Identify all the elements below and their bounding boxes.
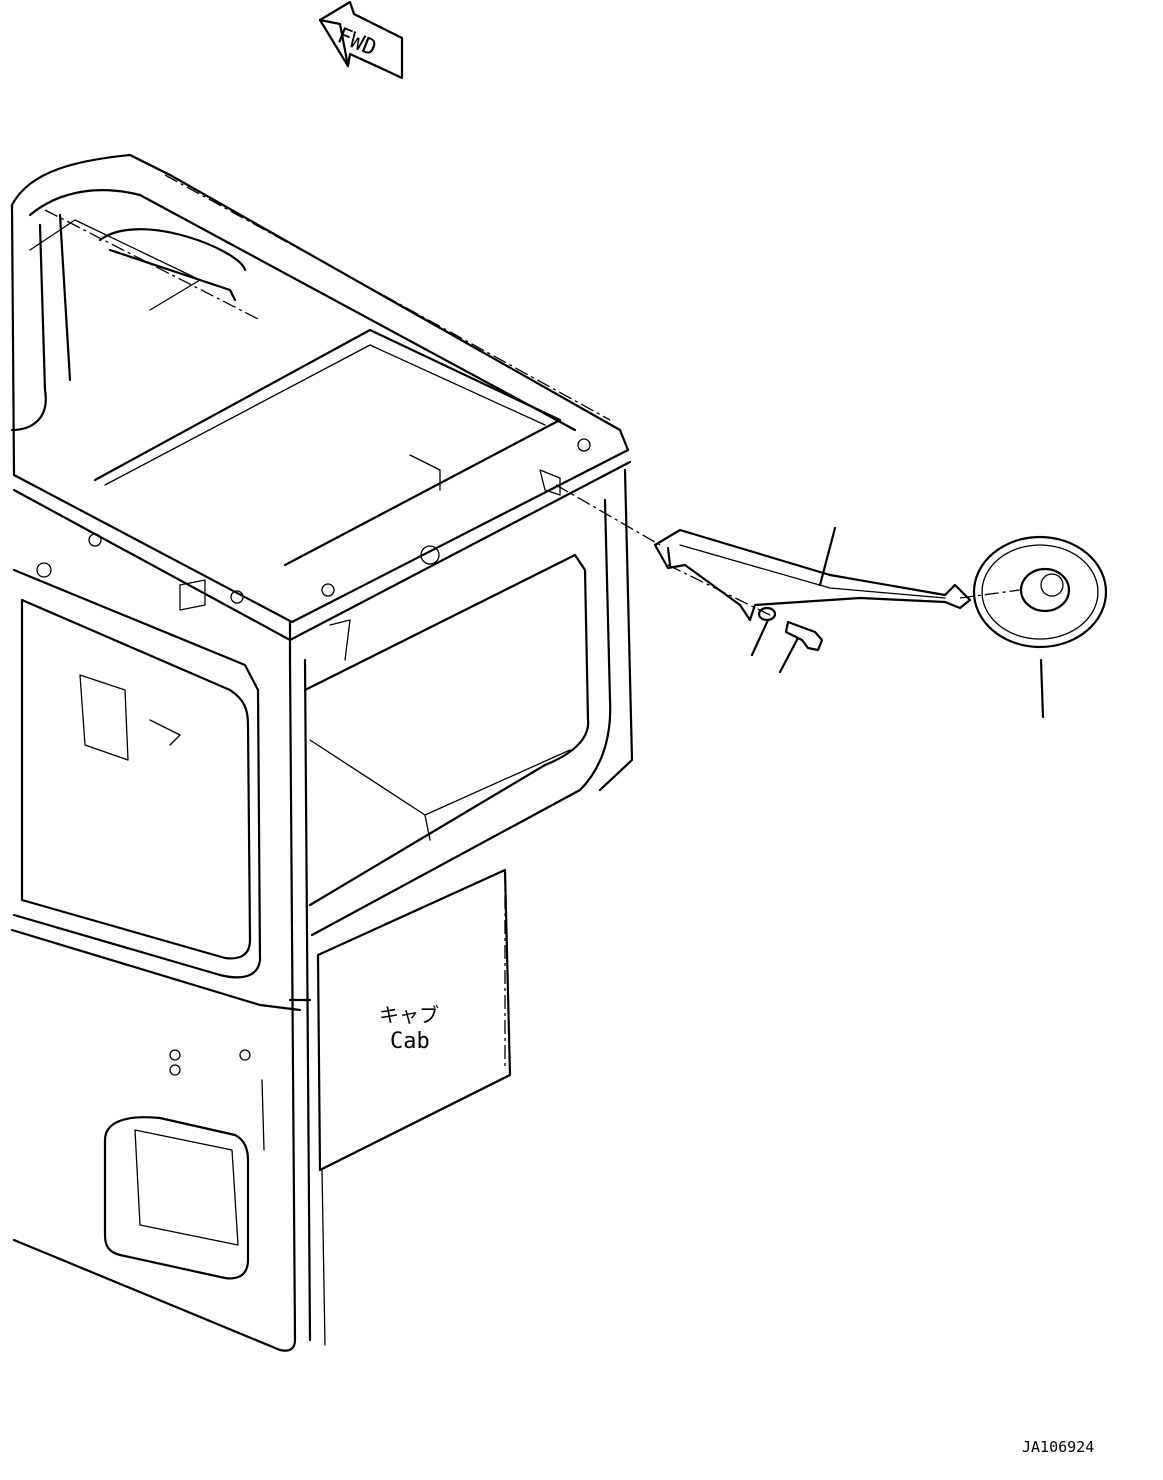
drawing-id: JA106924 [1022, 1438, 1094, 1456]
cab-label-en: Cab [390, 1029, 430, 1054]
washer-and-bolt [757, 606, 824, 652]
cab-frame [10, 153, 634, 1352]
cab-label: キャブ Cab [379, 1003, 439, 1054]
mirror-stay [555, 484, 972, 622]
cab-label-jp: キャブ [379, 1003, 439, 1027]
leader-lines [750, 526, 1045, 719]
fwd-arrow: FWD [318, 0, 404, 80]
bolt [784, 620, 824, 652]
round-mirror [959, 535, 1108, 649]
